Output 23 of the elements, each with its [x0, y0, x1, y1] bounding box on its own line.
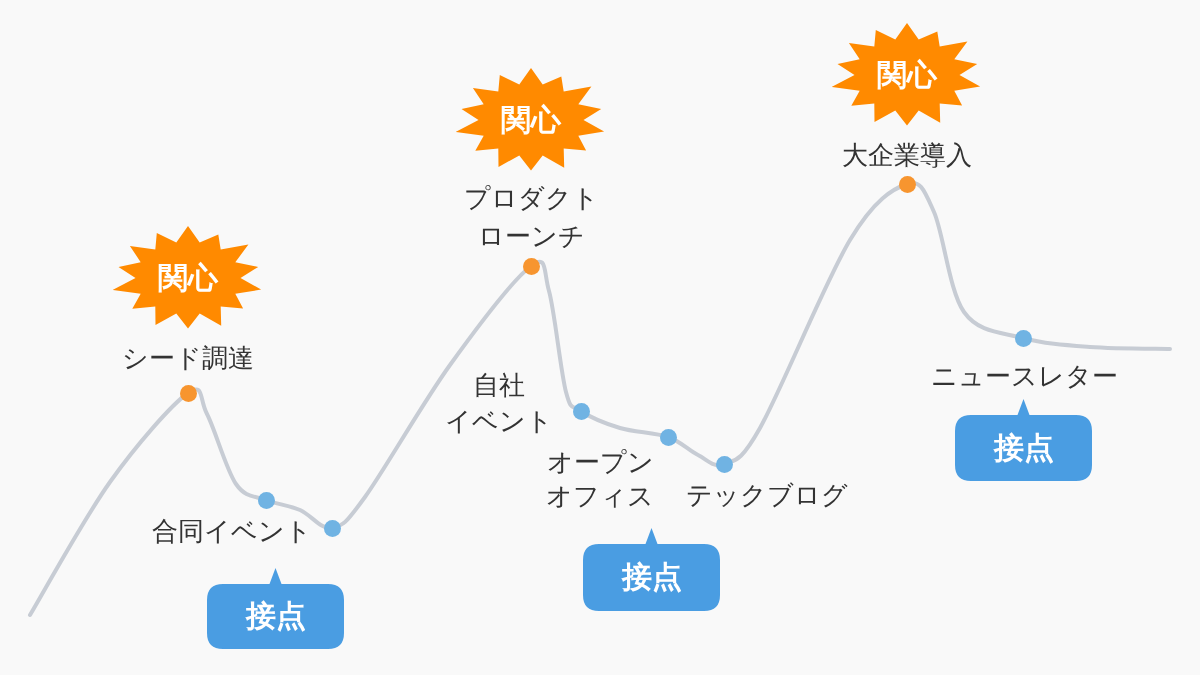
point-label: オープンオフィス	[546, 446, 654, 513]
point-label: プロダクトローンチ	[463, 182, 599, 253]
dot-icon	[323, 519, 341, 537]
dot-icon	[179, 384, 197, 402]
dot-icon	[898, 175, 916, 193]
dot-icon	[522, 257, 540, 275]
starburst-badge: 関心	[456, 68, 606, 172]
speech-bubble: 接点	[583, 528, 720, 611]
starburst-badge: 関心	[832, 23, 982, 127]
dot-icon	[572, 402, 590, 420]
dot-icon	[715, 455, 733, 473]
speech-bubble: 接点	[955, 399, 1092, 481]
dot-icon	[257, 491, 275, 509]
point-label: 大企業導入	[842, 139, 972, 172]
point-label: シード調達	[122, 342, 254, 375]
point-label: 自社イベント	[445, 369, 553, 438]
speech-bubble: 接点	[207, 568, 344, 649]
dot-icon	[659, 428, 677, 446]
point-label: テックブログ	[686, 479, 848, 512]
point-label: ニュースレター	[930, 360, 1118, 393]
dot-icon	[1014, 329, 1032, 347]
starburst-badge: 関心	[113, 226, 263, 330]
point-label: 合同イベント	[152, 515, 312, 548]
